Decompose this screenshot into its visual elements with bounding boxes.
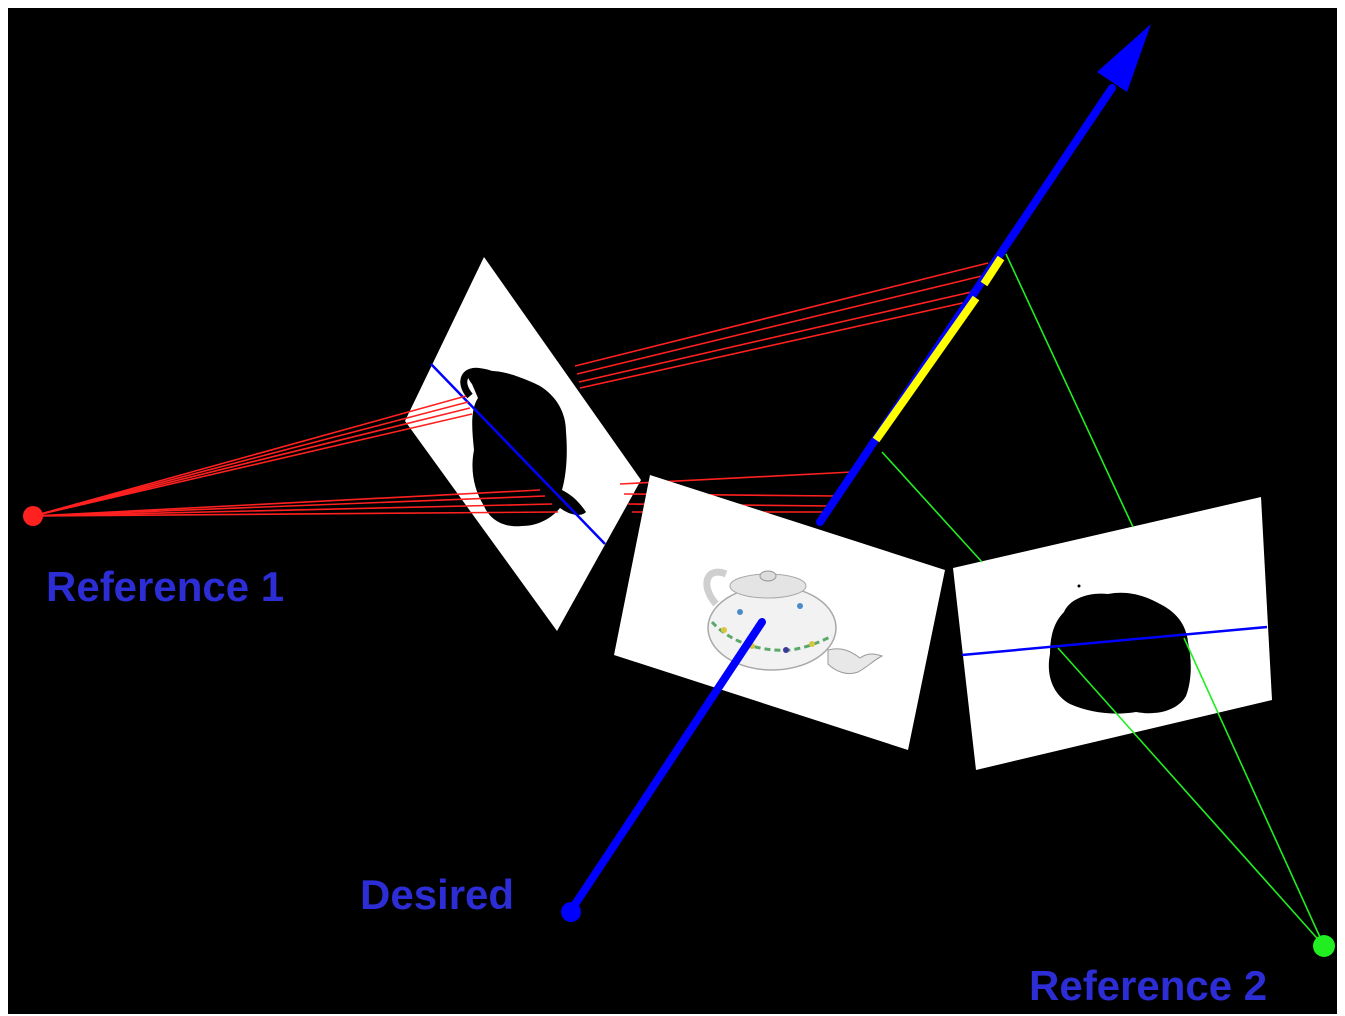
teapot-knob [760,571,776,581]
teapot-flower [797,603,803,609]
reference-2-label: Reference 2 [1029,965,1267,1007]
teapot-flower [809,641,815,647]
red-dot-icon [23,506,43,526]
teapot-flower [737,609,743,615]
teapot-flower [783,647,789,653]
reference-1-label: Reference 1 [46,566,284,608]
desired-label: Desired [360,874,514,916]
blue-dot-icon [561,902,581,922]
teapot-body [708,586,836,670]
reference-2-speck [1078,585,1081,588]
reference-2-silhouette [1049,593,1191,714]
teapot-flower [721,627,727,633]
green-dot-icon [1313,935,1335,957]
